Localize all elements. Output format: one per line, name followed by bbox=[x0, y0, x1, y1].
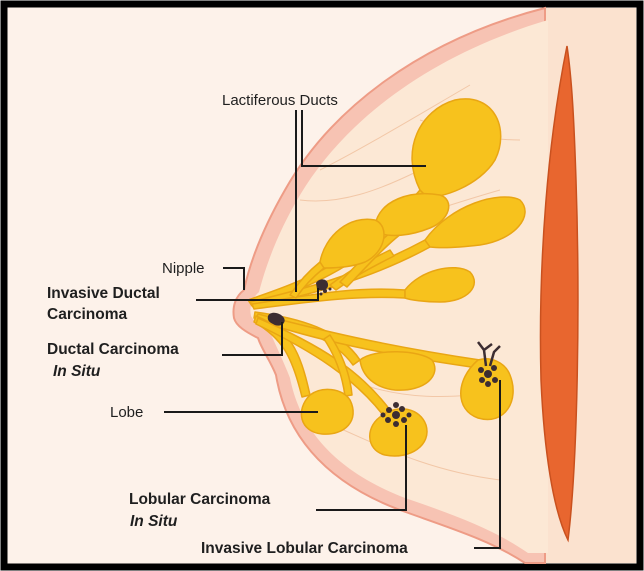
label-ductal-cis-line2: In Situ bbox=[53, 363, 101, 380]
label-lactiferous-ducts: Lactiferous Ducts bbox=[222, 92, 338, 109]
label-ductal-cis-line1: Ductal Carcinoma bbox=[47, 341, 179, 358]
label-lobular-cis-line2: In Situ bbox=[130, 513, 178, 530]
label-invasive-ductal-line2: Carcinoma bbox=[47, 306, 127, 323]
label-nipple: Nipple bbox=[162, 260, 205, 277]
label-lobe: Lobe bbox=[110, 404, 143, 421]
label-lobular-cis-line1: Lobular Carcinoma bbox=[129, 491, 271, 508]
label-invasive-ductal-line1: Invasive Ductal bbox=[47, 285, 160, 302]
label-invasive-lobular: Invasive Lobular Carcinoma bbox=[201, 540, 408, 557]
